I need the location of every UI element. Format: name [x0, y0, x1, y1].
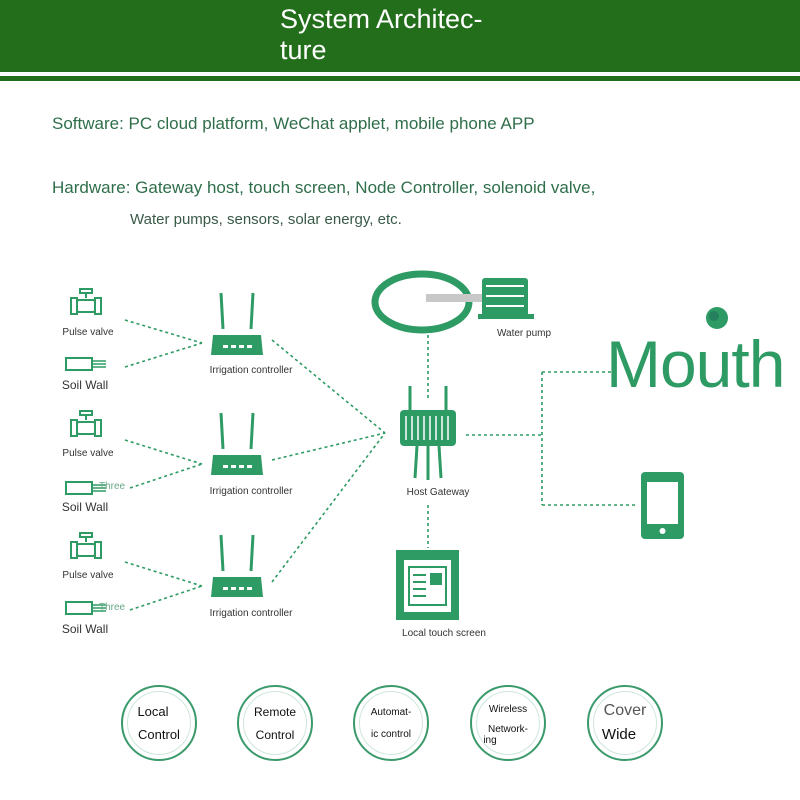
feature-line: Wireless — [488, 704, 528, 715]
feature-line: Local — [137, 704, 169, 719]
water-pump-icon — [371, 270, 534, 334]
irrigation-controller-3 — [209, 533, 265, 599]
soil-sensor-1 — [65, 357, 107, 371]
pulse-valve-label-1: Pulse valve — [62, 327, 114, 338]
pulse-valve-2 — [70, 410, 102, 437]
feature-line: Automat- — [370, 707, 412, 718]
feature-line: Control — [255, 728, 295, 742]
title-line-2: ture — [280, 35, 327, 65]
software-description: Software: PC cloud platform, WeChat appl… — [52, 114, 535, 133]
title-line-1: System Architec- — [280, 4, 483, 34]
touch-screen-label: Local touch screen — [402, 628, 486, 639]
feature-line: Wide — [601, 726, 637, 743]
pulse-valve-1 — [70, 288, 102, 315]
water-pump-label: Water pump — [497, 328, 552, 339]
feature-line: ic control — [370, 729, 411, 740]
feature-automatic-control: Automat- ic control — [353, 685, 429, 761]
irrigation-controller-label-3: Irrigation controller — [210, 608, 293, 619]
page-title: System Architec- ture — [280, 4, 540, 66]
hardware-description-line-1: Hardware: Gateway host, touch screen, No… — [52, 178, 596, 197]
feature-line: Control — [138, 727, 180, 742]
feature-line: Remote — [253, 705, 297, 719]
feature-cover-wide: Cover Wide — [587, 685, 663, 761]
three-label-1: Three — [99, 481, 126, 492]
irrigation-controller-1 — [209, 291, 265, 357]
irrigation-controller-2 — [209, 411, 265, 477]
connection-lines — [124, 319, 637, 611]
feature-line: ing — [483, 735, 497, 746]
three-label-2: Three — [99, 602, 126, 613]
touch-screen-icon — [396, 550, 459, 620]
feature-local-control: Local Control — [121, 685, 197, 761]
feature-line: Cover — [603, 702, 647, 719]
feature-remote-control: Remote Control — [237, 685, 313, 761]
header-underline — [0, 76, 800, 81]
soil-wall-label-1: Soil Wall — [62, 378, 108, 392]
device-labels: Pulse valve Soil Wall Pulse valve Three … — [62, 327, 552, 639]
hardware-description-line-2: Water pumps, sensors, solar energy, etc. — [130, 211, 402, 228]
mobile-phone-icon — [641, 472, 684, 539]
soil-wall-label-3: Soil Wall — [62, 622, 108, 636]
host-gateway-icon — [400, 386, 456, 480]
host-gateway-label: Host Gateway — [407, 487, 470, 498]
watermark-text: Mouth — [606, 327, 785, 401]
header-bar — [0, 0, 800, 72]
pulse-valve-3 — [70, 532, 102, 559]
pulse-valve-label-2: Pulse valve — [62, 448, 114, 459]
pulse-valve-label-3: Pulse valve — [62, 570, 114, 581]
soil-wall-label-2: Soil Wall — [62, 500, 108, 514]
irrigation-controller-label-2: Irrigation controller — [210, 486, 293, 497]
cloud-blob-icon — [706, 307, 728, 329]
irrigation-controller-label-1: Irrigation controller — [210, 365, 293, 376]
feature-line: Network- — [487, 724, 528, 735]
feature-wireless-networking: Wireless Network- ing — [470, 685, 546, 761]
